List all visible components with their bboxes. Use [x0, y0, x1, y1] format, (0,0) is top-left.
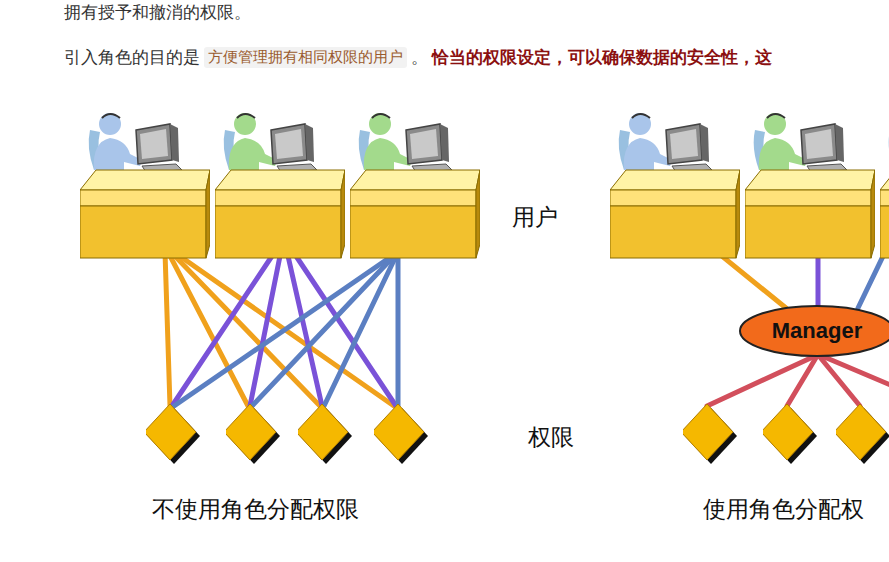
panel-caption: 不使用角色分配权限	[152, 494, 359, 525]
emphasis-text: 恰当的权限设定，可以确保数据的安全性，这	[432, 46, 772, 69]
role-ellipse: Manager	[738, 304, 889, 358]
punctuation: 。	[411, 46, 428, 69]
role-name: Manager	[772, 318, 862, 344]
intro-line: 引入角色的目的是 方便管理拥有相同权限的用户 。 恰当的权限设定，可以确保数据的…	[64, 46, 772, 69]
code-span: 方便管理拥有相同权限的用户	[204, 47, 407, 68]
row-label: 权限	[528, 422, 574, 453]
row-label: 用户	[512, 202, 558, 233]
panel-caption: 使用角色分配权	[703, 494, 864, 525]
intro-text: 引入角色的目的是	[64, 46, 200, 69]
intro-text: 拥有授予和撤消的权限。	[64, 1, 251, 24]
